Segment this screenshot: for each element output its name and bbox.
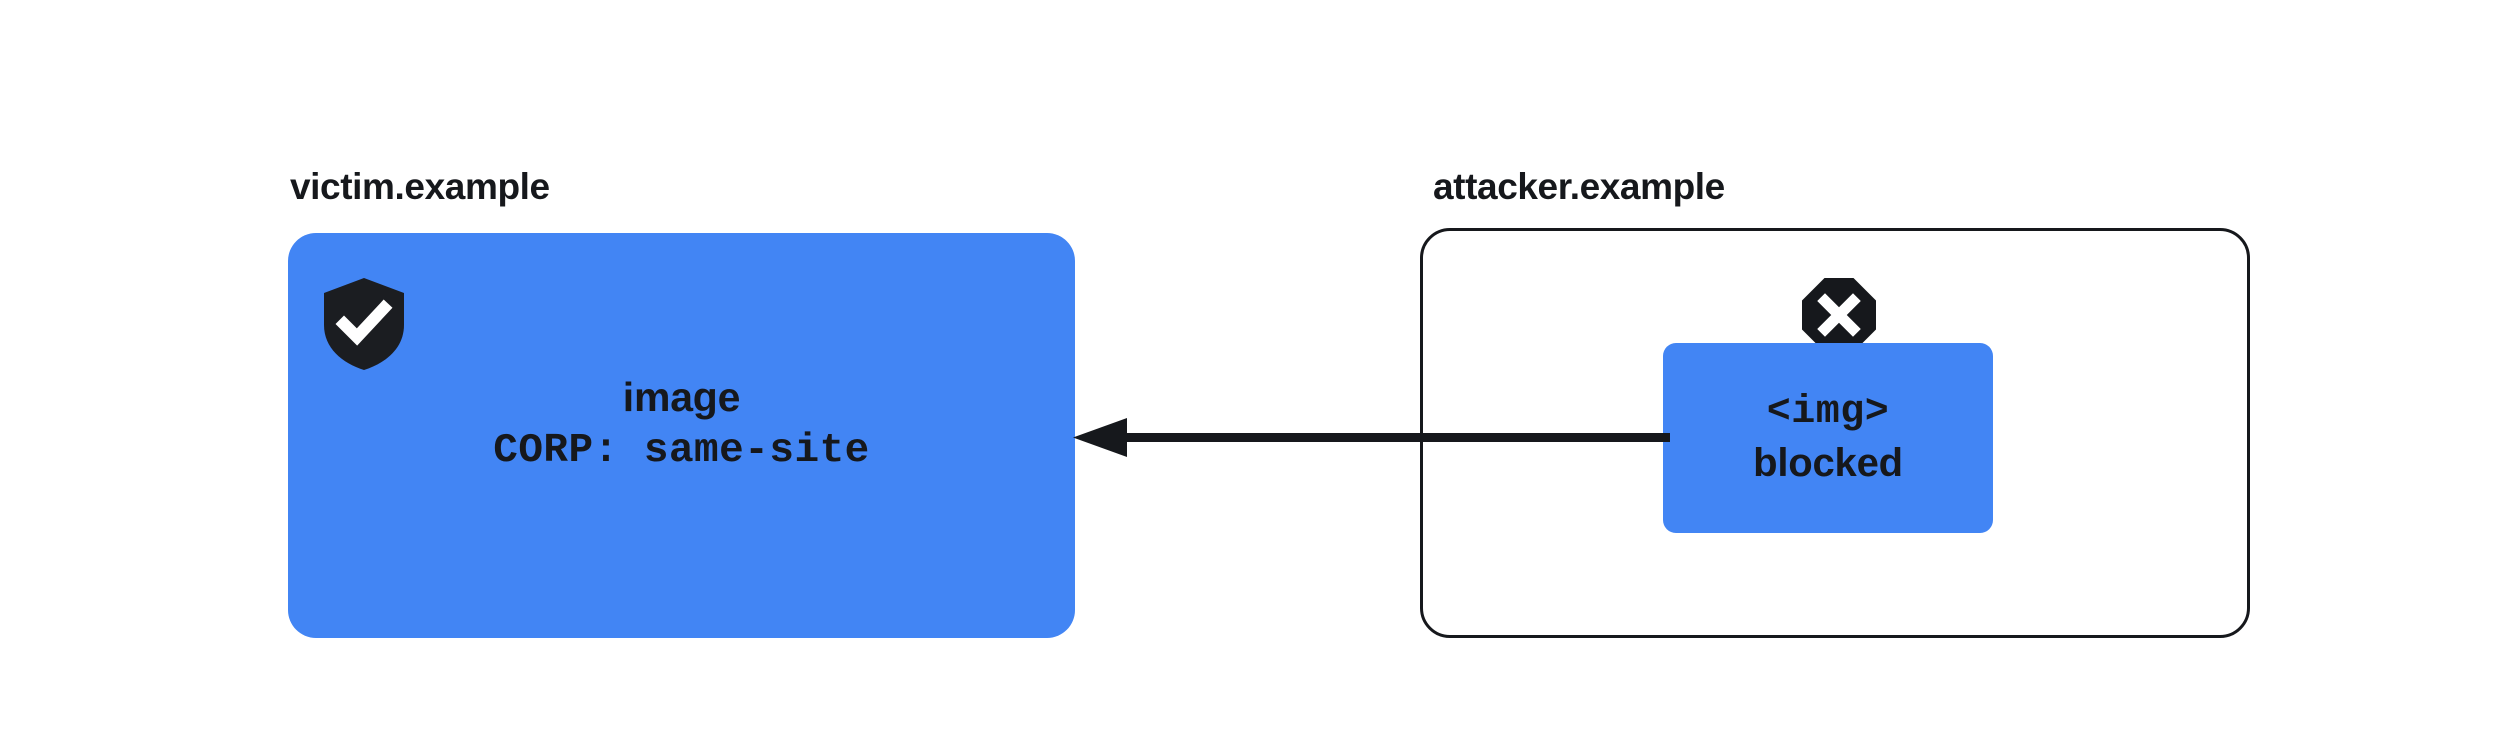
attacker-origin-label: attacker.example [1433, 166, 1725, 207]
victim-resource-block: image CORP: same-site [288, 373, 1075, 476]
victim-origin-label: victim.example [290, 166, 550, 207]
victim-origin-panel: image CORP: same-site [288, 233, 1075, 638]
blocked-request-status: blocked [1753, 441, 1903, 485]
shield-check-icon [324, 278, 404, 370]
octagon-x-icon [1802, 278, 1876, 352]
blocked-request-box: <img> blocked [1663, 343, 1993, 533]
blocked-request-tag: <img> [1766, 390, 1890, 435]
victim-resource-name: image [622, 374, 741, 420]
blocked-request-arrow [1065, 410, 1670, 466]
victim-resource-corp-header: CORP: same-site [493, 428, 870, 475]
